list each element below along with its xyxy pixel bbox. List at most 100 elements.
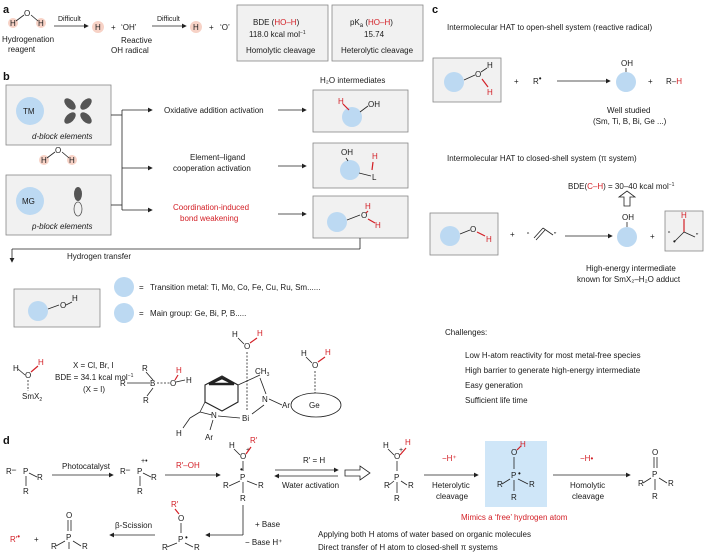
r-radical: R• bbox=[533, 74, 542, 86]
svg-text:P: P bbox=[240, 473, 245, 482]
svg-text:R: R bbox=[652, 492, 658, 501]
svg-text:OH: OH bbox=[621, 59, 633, 68]
highlight-box bbox=[485, 441, 547, 507]
phosphine-structure: R'''' P R R bbox=[6, 467, 43, 496]
svg-text:R: R bbox=[143, 396, 149, 405]
svg-text:R: R bbox=[137, 487, 143, 496]
atom-h-a3: H bbox=[193, 23, 199, 32]
bismuth-complex-structure: H O H CH3 N Ar Bi H N Ar bbox=[176, 329, 290, 442]
svg-text:H: H bbox=[365, 202, 371, 211]
carbon-radical-structure: “ H ” • bbox=[668, 211, 699, 246]
r-h-product: R–H bbox=[666, 77, 682, 86]
svg-text:R: R bbox=[194, 543, 200, 552]
svg-text:P: P bbox=[178, 535, 183, 544]
applying-label: Applying both H atoms of water based on … bbox=[318, 530, 531, 539]
svg-text:H: H bbox=[375, 221, 381, 230]
svg-text:N: N bbox=[211, 411, 217, 420]
svg-text:P: P bbox=[23, 467, 28, 476]
legend-mg-text: Main group: Ge, Bi, P, B..... bbox=[150, 309, 246, 318]
challenges-title: Challenges: bbox=[445, 328, 487, 337]
svg-text:R: R bbox=[142, 364, 148, 373]
bde-label-text: BDE (HO–H) bbox=[253, 18, 300, 27]
heterolytic-cleavage-label: Heterolytic cleavage bbox=[341, 46, 414, 55]
svg-text:P: P bbox=[652, 470, 657, 479]
atom-h-a2: H bbox=[95, 23, 101, 32]
pink-highlight-h2 bbox=[36, 18, 46, 28]
pka-box bbox=[331, 4, 424, 62]
svg-text:”: ” bbox=[696, 233, 699, 240]
svg-text:O: O bbox=[55, 146, 61, 155]
svg-text:H: H bbox=[72, 294, 78, 303]
hydrogen-transfer-label: Hydrogen transfer bbox=[67, 252, 131, 261]
svg-text:“: “ bbox=[668, 231, 671, 238]
svg-text:H: H bbox=[487, 88, 493, 97]
svg-text:Bi: Bi bbox=[242, 414, 249, 423]
homolytic-line2: cleavage bbox=[572, 492, 605, 501]
mimics-label: Mimics a ‘free’ hydrogen atom bbox=[461, 513, 568, 522]
svg-text:R: R bbox=[497, 480, 503, 489]
svg-text:OH: OH bbox=[622, 213, 634, 222]
pink-highlight-h3 bbox=[92, 21, 104, 33]
svg-text:H: H bbox=[486, 235, 492, 244]
svg-text:H: H bbox=[186, 376, 192, 385]
svg-text:H: H bbox=[13, 364, 19, 373]
panel-label-b: b bbox=[3, 71, 10, 83]
x-definition: X = Cl, Br, I bbox=[73, 361, 114, 370]
element-ligand-intermediate-box bbox=[312, 142, 409, 189]
water-activation-label: Water activation bbox=[282, 481, 339, 490]
plus-c2: + bbox=[648, 77, 653, 86]
svg-text:R: R bbox=[162, 543, 168, 552]
svg-text:•: • bbox=[185, 533, 188, 542]
mg-circle bbox=[16, 187, 44, 215]
heterolytic-line1: Heterolytic bbox=[432, 481, 470, 490]
hydrogenation-reagent-line1: Hydrogenation bbox=[2, 35, 54, 44]
pka-value: 15.74 bbox=[364, 30, 385, 39]
svg-text:R: R bbox=[511, 493, 517, 502]
plus-c1: + bbox=[514, 77, 519, 86]
high-energy-label: High-energy intermediate bbox=[586, 264, 676, 273]
open-arrow-up bbox=[617, 190, 637, 207]
svg-text:OH: OH bbox=[341, 148, 353, 157]
bde-value: 118.0 kcal mol−1 bbox=[249, 30, 306, 39]
borane-water-structure: R R B R O H H bbox=[120, 364, 192, 405]
svg-text:Ar: Ar bbox=[205, 433, 213, 442]
legend-mg-circle bbox=[114, 303, 134, 323]
p-block-label: p-block elements bbox=[31, 222, 92, 231]
svg-text:P: P bbox=[394, 473, 399, 482]
svg-text:H: H bbox=[338, 97, 344, 106]
atom-o: O bbox=[24, 9, 30, 18]
svg-text:R: R bbox=[151, 473, 157, 482]
atom-h-right: H bbox=[38, 19, 44, 28]
svg-text:H: H bbox=[176, 429, 182, 438]
svg-text:H: H bbox=[405, 438, 411, 447]
svg-text:R: R bbox=[120, 379, 126, 388]
svg-text:+: + bbox=[399, 447, 403, 454]
open-arrow-right bbox=[344, 465, 371, 481]
coordination-line1: Coordination-induced bbox=[173, 203, 249, 212]
svg-text:R: R bbox=[240, 494, 246, 503]
svg-text:CH3: CH3 bbox=[255, 367, 270, 378]
svg-text:R: R bbox=[394, 494, 400, 503]
svg-text:O: O bbox=[394, 452, 400, 461]
oh-label: ‘OH’ bbox=[121, 23, 137, 32]
c-intermediate-box-2 bbox=[429, 212, 499, 256]
tm-label: TM bbox=[23, 107, 35, 116]
svg-text:H: H bbox=[487, 61, 493, 70]
svg-text:Ge: Ge bbox=[309, 401, 320, 410]
legend-intermediate-box bbox=[13, 288, 101, 328]
svg-text:O: O bbox=[652, 448, 658, 457]
minus-h-dot: −H• bbox=[580, 454, 593, 463]
svg-text:H: H bbox=[232, 330, 238, 339]
svg-text:H: H bbox=[383, 441, 389, 450]
svg-text:H: H bbox=[372, 152, 378, 161]
bde-ch-text: BDE(C–H) = 30–40 kcal mol−1 bbox=[568, 182, 675, 191]
challenge-2: High barrier to generate high-energy int… bbox=[465, 366, 641, 375]
bde-smx2: BDE = 34.1 kcal mol−1 bbox=[55, 373, 134, 382]
svg-text:O: O bbox=[66, 511, 72, 520]
svg-text:H: H bbox=[229, 441, 235, 450]
panel-label-d: d bbox=[3, 435, 10, 447]
svg-text:R'''': R'''' bbox=[120, 467, 130, 476]
svg-text:“: “ bbox=[527, 232, 530, 239]
svg-text:R: R bbox=[638, 479, 644, 488]
oxidative-addition-label: Oxidative addition activation bbox=[164, 106, 264, 115]
